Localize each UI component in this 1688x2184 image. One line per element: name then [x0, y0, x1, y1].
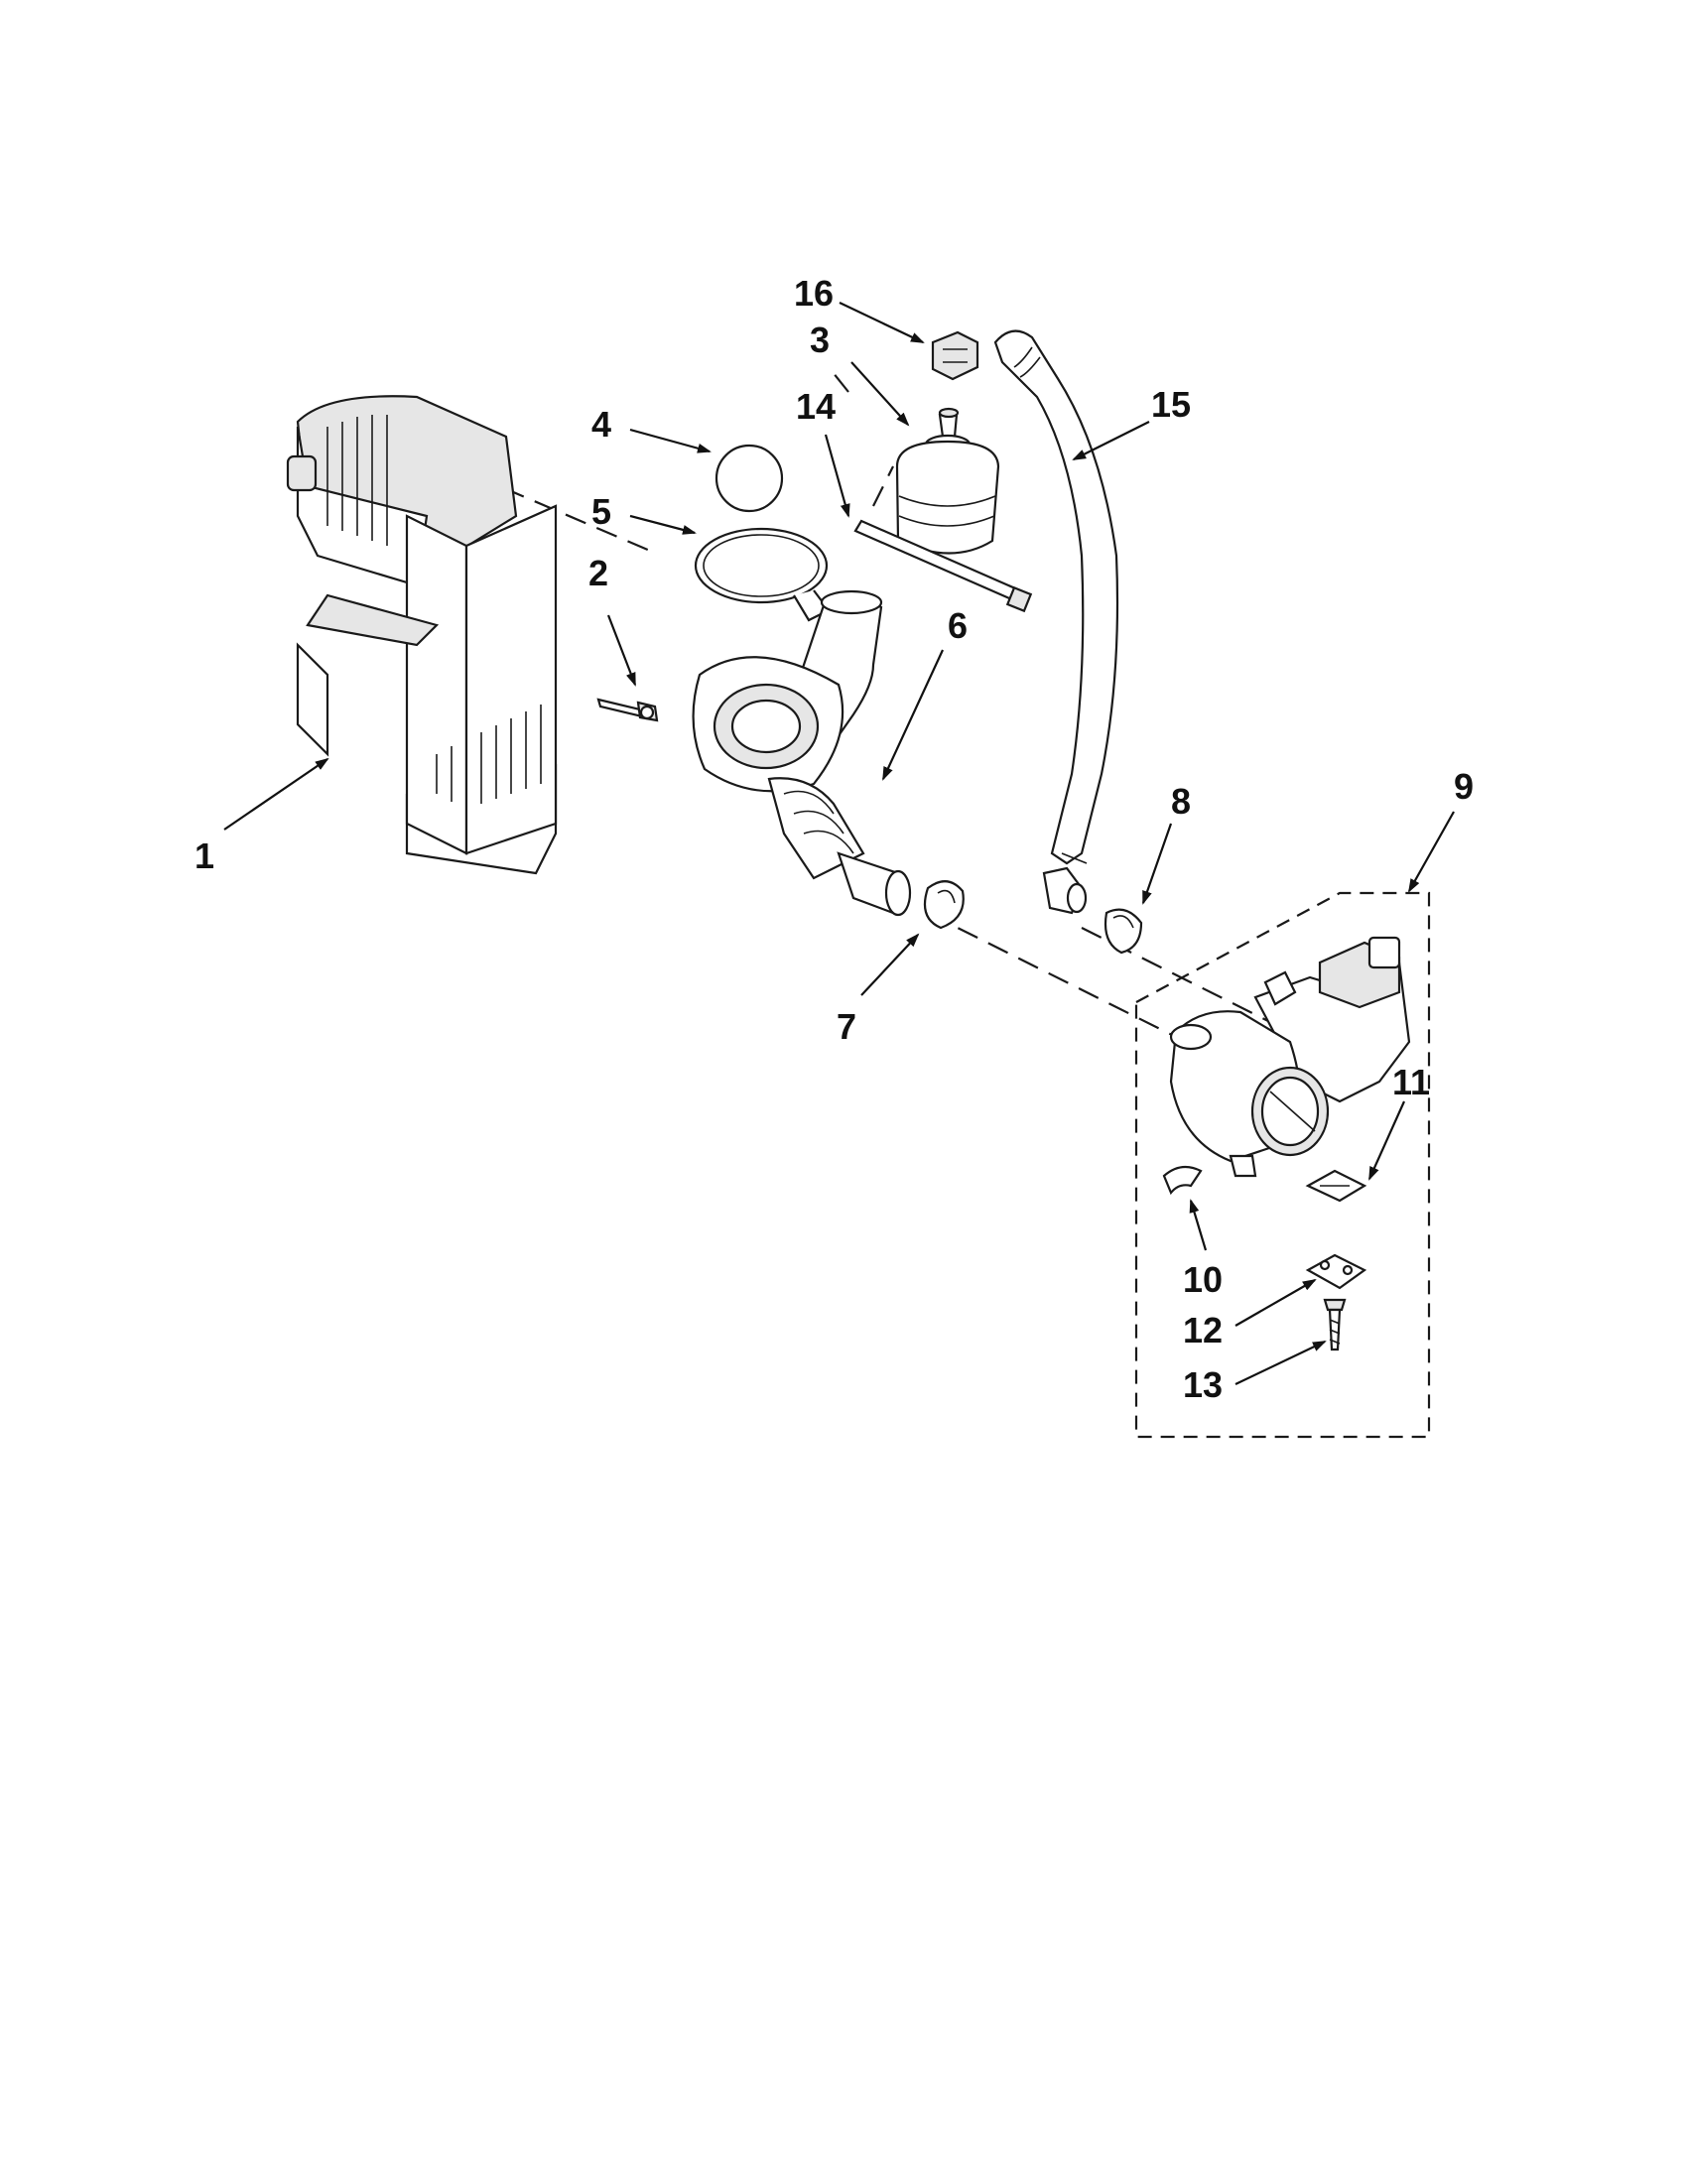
leader-5: [629, 514, 697, 535]
leader-10: [1189, 1199, 1208, 1251]
leader-2: [606, 614, 637, 687]
callout-16: 16: [794, 273, 834, 314]
leader-3: [850, 361, 910, 427]
leader-6: [882, 649, 944, 781]
part-7-clamp: [923, 880, 965, 930]
leader-12: [1234, 1279, 1317, 1327]
leader-15: [1072, 421, 1150, 460]
part-2-bolt: [596, 698, 659, 722]
leader-13: [1234, 1341, 1327, 1385]
part-6-hose: [692, 589, 912, 917]
part-4-o-ring: [714, 444, 784, 513]
part-10-clip: [1162, 1165, 1203, 1196]
part-8-clamp: [1104, 908, 1143, 955]
callout-8: 8: [1171, 781, 1191, 822]
callout-5: 5: [591, 491, 611, 532]
callout-14: 14: [796, 386, 836, 427]
leader-1: [223, 757, 329, 831]
callout-1: 1: [195, 835, 214, 876]
callout-2: 2: [588, 553, 608, 593]
part-1-motor: [286, 395, 558, 875]
callout-4: 4: [591, 404, 611, 445]
part-15-drain-hose: [993, 329, 1119, 915]
part-5-clamp: [694, 527, 831, 622]
hose-bellows: [767, 777, 912, 917]
leader-7: [860, 933, 920, 996]
callout-15: 15: [1151, 384, 1191, 425]
callout-3: 3: [810, 320, 830, 360]
part-9-pump-assembly: [1134, 891, 1431, 1439]
part-3-pressure-chamber: [895, 407, 1000, 555]
part-13-screw: [1323, 1298, 1347, 1351]
part-16-clip: [931, 330, 979, 381]
callout-10: 10: [1183, 1259, 1223, 1300]
heatsink-fins: [436, 705, 542, 809]
callout-labels: 1 2 3 4 5 6 7 8 9 10 11 12 13 14 15 16: [195, 273, 1474, 1405]
leader-arrows: [223, 302, 1455, 1385]
part-14-cable-tie: [853, 519, 1033, 613]
callout-6: 6: [948, 605, 968, 646]
leader-14: [824, 434, 850, 518]
leader-9: [1408, 811, 1455, 893]
motor-windings: [326, 415, 388, 546]
callout-12: 12: [1183, 1310, 1223, 1350]
leader-4: [629, 428, 712, 453]
callout-11: 11: [1392, 1062, 1430, 1102]
callout-7: 7: [837, 1006, 856, 1047]
pump-body: [1169, 936, 1411, 1178]
part-11-gasket: [1305, 1169, 1367, 1203]
callout-9: 9: [1454, 766, 1474, 807]
leader-8: [1141, 823, 1173, 905]
leader-11: [1367, 1100, 1406, 1181]
leader-16: [839, 302, 925, 343]
part-12-bracket: [1305, 1253, 1367, 1290]
callout-13: 13: [1183, 1364, 1223, 1405]
